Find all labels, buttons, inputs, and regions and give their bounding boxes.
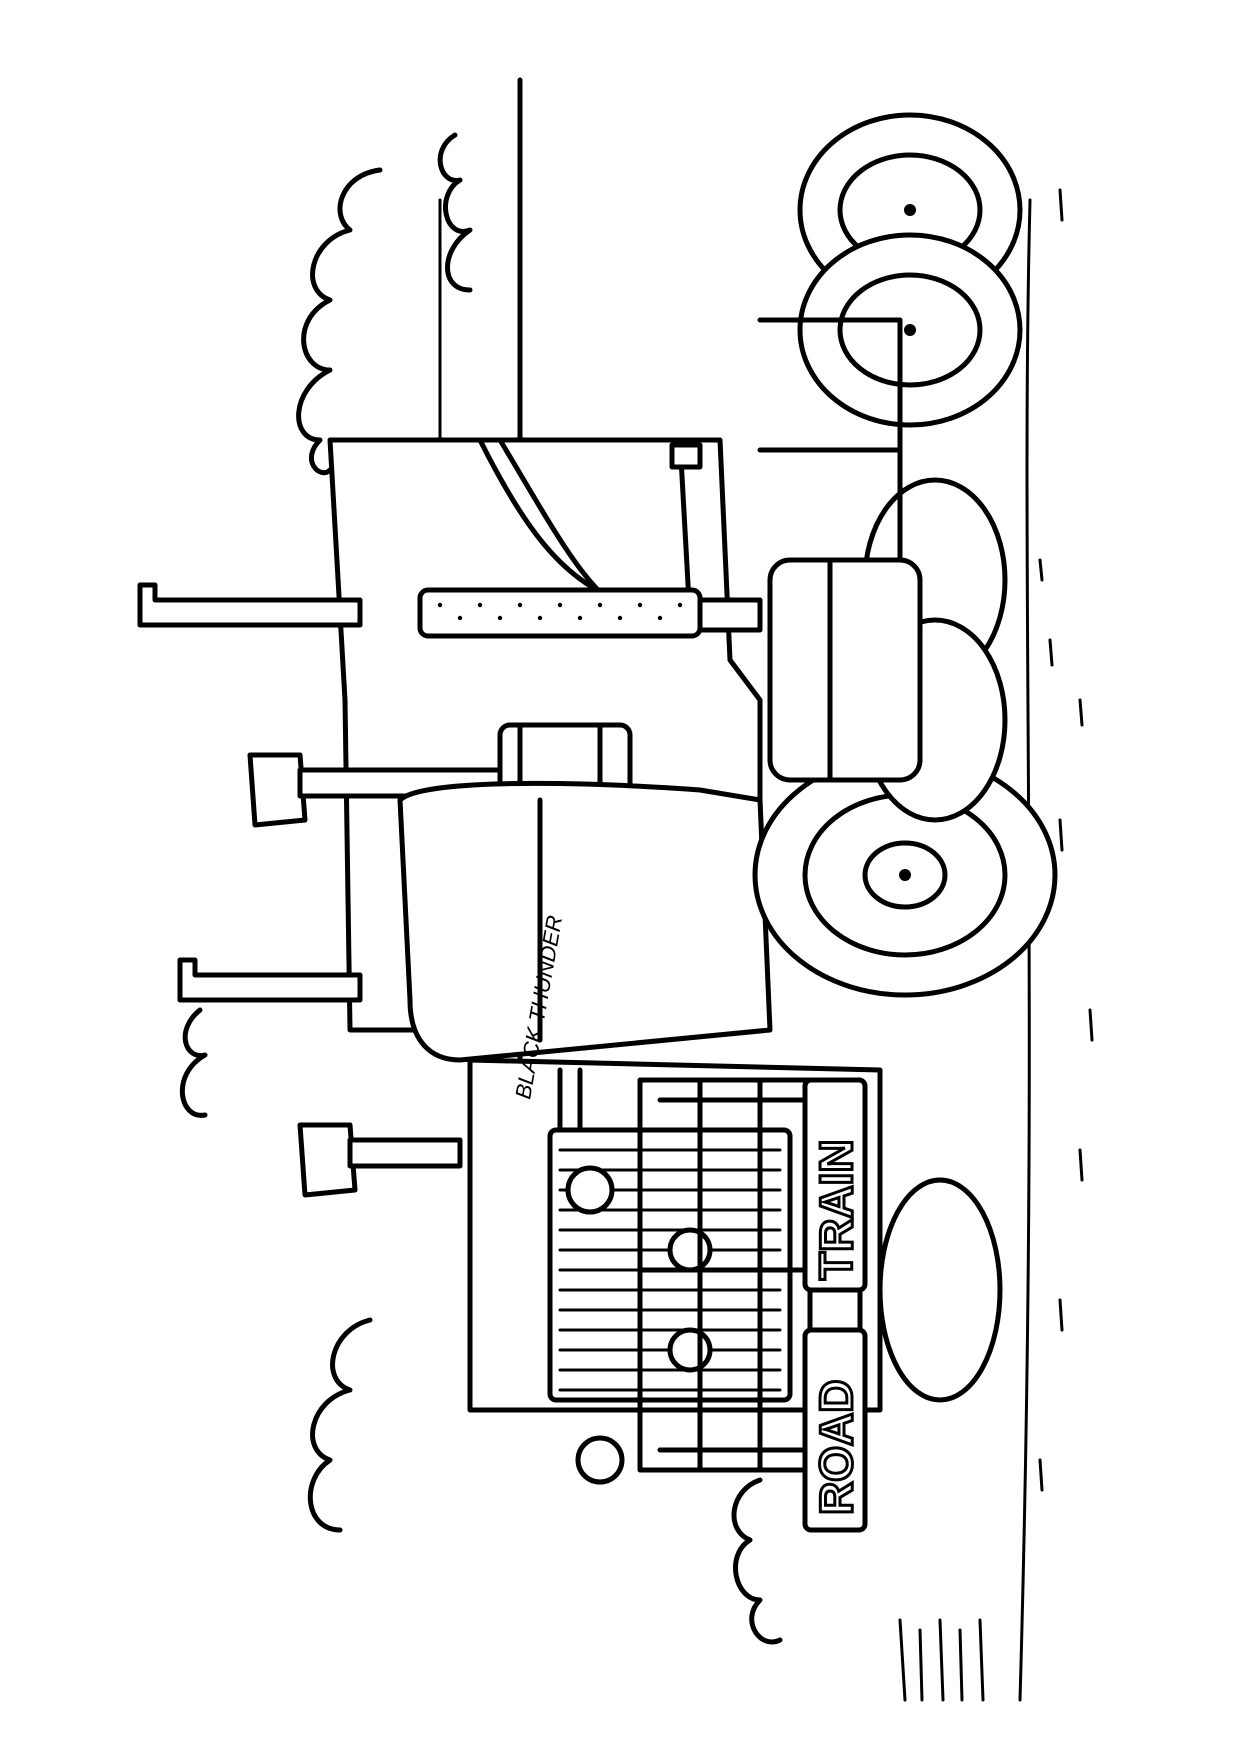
exhaust-stack-middle xyxy=(177,957,363,1003)
cloud-top xyxy=(296,132,473,476)
muffler-dots xyxy=(437,602,683,621)
cloud-left xyxy=(179,1007,783,1645)
license-plate-road: ROAD xyxy=(802,1327,868,1533)
mirror-bottom xyxy=(297,1122,463,1198)
mirror-top xyxy=(247,752,503,828)
ground-marks xyxy=(898,188,1094,1702)
plate-text-road: ROAD xyxy=(810,1380,862,1515)
fuel-tank xyxy=(767,557,923,783)
front-wheel-bottom xyxy=(877,1177,1003,1403)
exhaust-stack-top xyxy=(137,582,763,639)
chassis-frame xyxy=(757,317,903,563)
plate-text-train: TRAIN xyxy=(810,1139,862,1280)
license-plate-train: TRAIN xyxy=(802,1077,868,1293)
